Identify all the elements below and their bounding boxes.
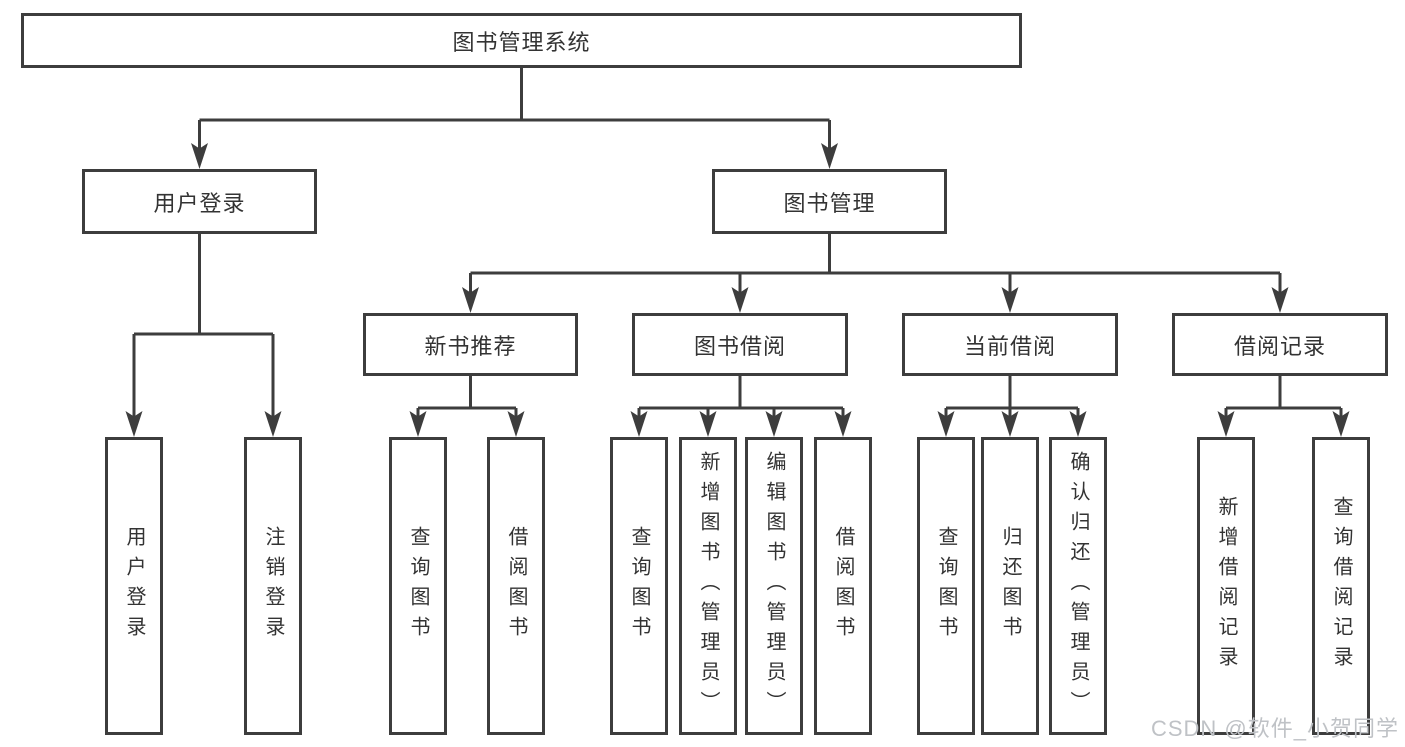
arrowhead xyxy=(699,411,717,437)
edge-borrow-records-trunk xyxy=(1224,376,1343,418)
arrowhead xyxy=(409,411,427,437)
leaf-label: 用户登录 xyxy=(123,526,145,646)
arrowhead xyxy=(937,411,955,437)
edge-system-trunk xyxy=(198,68,831,150)
arrowhead xyxy=(630,411,648,437)
node-user-login: 用户登录 xyxy=(82,169,317,234)
edge-user-login-trunk xyxy=(132,234,275,418)
node-leaf-bb-edit-book-admin: 编辑图书（管理员） xyxy=(745,437,803,735)
arrowhead xyxy=(507,411,525,437)
node-leaf-logout: 注销登录 xyxy=(244,437,302,735)
csdn-watermark: CSDN @软件_小贺同学 xyxy=(1150,716,1399,741)
node-leaf-cb-query-book: 查询图书 xyxy=(917,437,975,735)
node-leaf-cb-confirm-return-admin: 确认归还（管理员） xyxy=(1049,437,1107,735)
edge-book-borrow-trunk xyxy=(637,376,845,418)
leaf-label: 借阅图书 xyxy=(505,526,527,646)
arrowhead xyxy=(1001,411,1019,437)
arrowhead xyxy=(1332,411,1350,437)
arrowhead xyxy=(765,411,783,437)
edge-new-book-trunk xyxy=(416,376,518,418)
node-system: 图书管理系统 xyxy=(21,13,1022,68)
leaf-label: 注销登录 xyxy=(262,526,284,646)
node-book-management-label: 图书管理 xyxy=(783,190,876,216)
leaf-label: 借阅图书 xyxy=(832,526,854,646)
edge-current-borrow-trunk xyxy=(944,376,1080,418)
leaf-label: 查询图书 xyxy=(407,526,429,646)
arrowhead xyxy=(1069,411,1087,437)
arrowhead xyxy=(1217,411,1235,437)
node-leaf-user-login: 用户登录 xyxy=(105,437,163,735)
arrowhead xyxy=(1271,287,1289,313)
node-leaf-bb-add-book-admin: 新增图书（管理员） xyxy=(679,437,737,735)
node-current-borrow-label: 当前借阅 xyxy=(963,333,1056,359)
node-leaf-nb-borrow-book: 借阅图书 xyxy=(487,437,545,735)
node-leaf-bb-borrow-book: 借阅图书 xyxy=(814,437,872,735)
node-leaf-cb-return-book: 归还图书 xyxy=(981,437,1039,735)
node-leaf-nb-query-book: 查询图书 xyxy=(389,437,447,735)
leaf-label: 查询图书 xyxy=(935,526,957,646)
node-book-borrow: 图书借阅 xyxy=(632,313,848,376)
node-new-book-recommend-label: 新书推荐 xyxy=(424,333,517,359)
leaf-label: 归还图书 xyxy=(999,526,1021,646)
leaf-label: 新增借阅记录 xyxy=(1215,496,1237,676)
arrowhead xyxy=(731,287,749,313)
leaf-label: 新增图书（管理员） xyxy=(697,451,719,721)
node-leaf-br-query-record: 查询借阅记录 xyxy=(1312,437,1370,735)
node-borrow-records-label: 借阅记录 xyxy=(1233,333,1326,359)
arrowhead xyxy=(1001,287,1019,313)
node-user-login-label: 用户登录 xyxy=(153,190,246,216)
arrowhead xyxy=(462,287,479,313)
node-leaf-bb-query-book: 查询图书 xyxy=(610,437,668,735)
edge-book-management-trunk xyxy=(469,234,1282,294)
arrowhead xyxy=(191,143,208,169)
node-borrow-records: 借阅记录 xyxy=(1172,313,1388,376)
node-book-borrow-label: 图书借阅 xyxy=(693,333,786,359)
node-leaf-br-add-record: 新增借阅记录 xyxy=(1197,437,1255,735)
node-new-book-recommend: 新书推荐 xyxy=(363,313,578,376)
arrowhead xyxy=(264,411,282,437)
node-current-borrow: 当前借阅 xyxy=(902,313,1118,376)
leaf-label: 查询图书 xyxy=(628,526,650,646)
leaf-label: 确认归还（管理员） xyxy=(1067,451,1089,721)
node-book-management: 图书管理 xyxy=(712,169,947,234)
leaf-label: 编辑图书（管理员） xyxy=(763,451,785,721)
arrowhead xyxy=(834,411,852,437)
leaf-label: 查询借阅记录 xyxy=(1330,496,1352,676)
arrowhead xyxy=(125,411,143,437)
arrowhead xyxy=(821,143,838,169)
node-system-label: 图书管理系统 xyxy=(452,29,591,55)
